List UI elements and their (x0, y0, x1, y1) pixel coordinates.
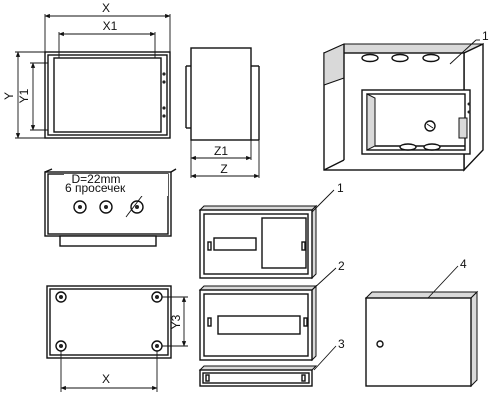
knockout-2 (99, 200, 113, 214)
mount-hole-bl (55, 340, 67, 352)
callout-3: 3 (338, 337, 345, 351)
dim-mount-x-label: X (102, 372, 110, 386)
callout-2: 2 (338, 259, 345, 273)
mount-hole-br (151, 340, 163, 352)
knockout-3 (130, 200, 144, 214)
dim-z1-label: Z1 (214, 144, 228, 158)
callout-1-top: 1 (482, 29, 489, 43)
mount-hole-tr (151, 291, 163, 303)
iso-enclosure: 1 (323, 29, 489, 172)
door-4: 4 (364, 257, 479, 388)
mounting-view: Y3 X (46, 285, 188, 392)
mount-hole-tl (55, 291, 67, 303)
diameter-label: D=22mm (71, 172, 120, 186)
callout-1-panel: 1 (337, 181, 344, 195)
knockout-count-label: 6 просечек (65, 181, 126, 195)
front-view: X X1 Y Y1 (2, 1, 171, 139)
dim-x-label: X (102, 1, 110, 15)
top-view-knockouts: D=22mm 6 просечек (44, 168, 177, 247)
dim-y1-label: Y1 (17, 88, 31, 103)
panel-3: 3 (198, 337, 345, 387)
knockout-1 (73, 200, 87, 214)
dim-z-label: Z (220, 162, 227, 176)
side-view: Z1 Z (185, 47, 260, 179)
dim-y-label: Y (2, 92, 16, 100)
panel-1: 1 (198, 181, 344, 280)
panel-2: 2 (198, 259, 345, 362)
dim-x1-label: X1 (103, 19, 118, 33)
callout-4: 4 (460, 257, 467, 271)
dim-y3-label: Y3 (169, 314, 183, 329)
